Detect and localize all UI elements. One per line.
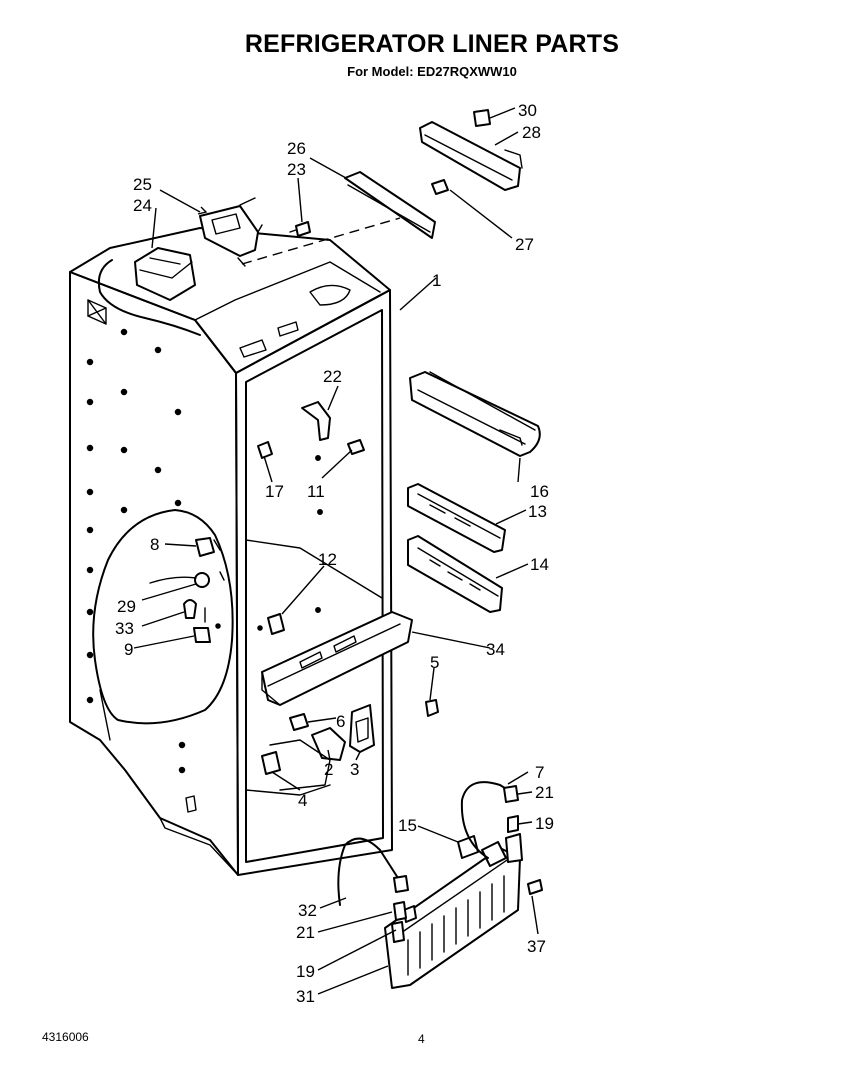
callout-30: 30: [518, 101, 537, 120]
callout-28: 28: [522, 123, 541, 142]
control-housing-24-25: [134, 197, 263, 301]
callout-9: 9: [124, 640, 133, 659]
callout-16: 16: [530, 482, 549, 501]
shelf-support-16: [409, 371, 541, 457]
screw-5: [425, 699, 439, 717]
screw-23: [295, 221, 311, 237]
callout-19a: 19: [535, 814, 554, 833]
callout-12: 12: [318, 550, 337, 569]
callout-13: 13: [528, 502, 547, 521]
callout-14: 14: [530, 555, 549, 574]
callout-2: 2: [324, 760, 333, 779]
callout-26: 26: [287, 139, 306, 158]
callout-21a: 21: [535, 783, 554, 802]
rail-26: [344, 171, 436, 239]
callout-37: 37: [527, 937, 546, 956]
liner-cabinet: [69, 227, 393, 876]
callout-33: 33: [115, 619, 134, 638]
detail-circle: [92, 509, 234, 725]
bracket-28-30: [419, 109, 523, 191]
callout-labels: 1 2 3 4 5 6 7 8 9 11 12 13 14 15 16 17 1…: [115, 101, 554, 1006]
wire-32: [337, 837, 399, 906]
callout-7: 7: [535, 763, 544, 782]
rail-14: [407, 535, 503, 613]
callout-1: 1: [432, 271, 441, 290]
rail-13: [407, 483, 506, 553]
callout-17: 17: [265, 482, 284, 501]
control-parts-2-3-4-6: [261, 704, 375, 791]
page-number: 4: [418, 1032, 425, 1046]
detail-parts: [149, 537, 225, 643]
callout-6: 6: [336, 712, 345, 731]
side-hole-dots: [86, 328, 323, 813]
callout-29: 29: [117, 597, 136, 616]
callout-11: 11: [307, 482, 325, 501]
callout-32: 32: [298, 901, 317, 920]
callout-15: 15: [398, 816, 417, 835]
leader-lines: [133, 107, 539, 995]
callout-24: 24: [133, 196, 152, 215]
cover-34: [261, 611, 413, 706]
duct-assembly-31: [384, 833, 523, 989]
callout-25: 25: [133, 175, 152, 194]
clip-12: [267, 613, 285, 635]
page-title: REFRIGERATOR LINER PARTS: [244, 30, 620, 58]
callout-5: 5: [430, 653, 439, 672]
callout-34: 34: [486, 640, 505, 659]
callout-21b: 21: [296, 923, 315, 942]
callout-3: 3: [350, 760, 359, 779]
bracket-22: [301, 401, 331, 441]
screw-37: [527, 879, 543, 895]
callout-23: 23: [287, 160, 306, 179]
model-subtitle: For Model: ED27RQXWW10: [347, 64, 517, 79]
callout-19b: 19: [296, 962, 315, 981]
wire-7: [460, 781, 509, 859]
document-number: 4316006: [42, 1030, 89, 1044]
screw-27: [431, 179, 449, 195]
callout-27: 27: [515, 235, 534, 254]
callout-31: 31: [296, 987, 315, 1006]
screw-17: [257, 441, 273, 459]
callout-22: 22: [323, 367, 342, 386]
callout-4: 4: [298, 791, 307, 810]
callout-8: 8: [150, 535, 159, 554]
